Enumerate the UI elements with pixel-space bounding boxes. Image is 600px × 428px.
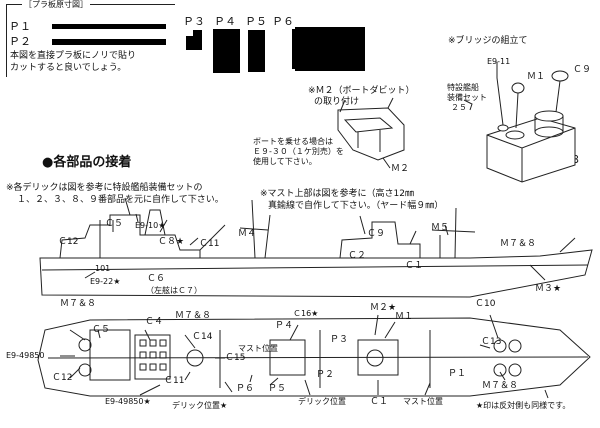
- plan-c1: Ｃ１: [370, 397, 389, 407]
- plan-m7-8-left: Ｍ７＆８: [60, 299, 97, 309]
- m2-title-2: の取り付け: [314, 97, 360, 107]
- side-c11: Ｃ11: [199, 239, 220, 249]
- side-m5: Ｍ５: [431, 223, 450, 233]
- m2-label: Ｍ２: [391, 164, 410, 174]
- bridge-special-2: 装備セット: [447, 93, 487, 102]
- template-note-2: カットすると良いでしょう。: [10, 63, 127, 73]
- plan-c13: Ｃ13: [481, 337, 502, 347]
- plan-e9-49850-bottom: E9-49850★: [105, 397, 151, 406]
- plan-m1: Ｍ１: [395, 312, 414, 322]
- bridge-assembly-drawing: [463, 62, 576, 183]
- section-title: ●各部品の接着: [42, 155, 132, 170]
- template-box: [6, 4, 175, 77]
- side-c2: Ｃ２: [348, 251, 367, 261]
- p1-label: Ｐ１: [9, 20, 31, 33]
- plan-e9-49850-left: E9-49850: [6, 351, 45, 360]
- mast-note-2: 真鍮線で自作して下さい。（ヤード幅９㎜）: [268, 201, 444, 211]
- plan-p3: Ｐ３: [330, 335, 349, 345]
- derrick-note-1: ※各デリックは図を参考に特設艦船装備セットの: [6, 183, 203, 193]
- derrick-note-2: １、２、３、８、９番部品を元に自作して下さい。: [17, 195, 224, 205]
- bridge-e9-11: E9-11: [487, 57, 511, 66]
- plan-m7-8-mid: Ｍ７＆８: [175, 311, 212, 321]
- template-box-title: ［プラ板原寸図］: [22, 0, 90, 9]
- p5-label: Ｐ５: [245, 15, 267, 28]
- plan-m7-8-right: Ｍ７＆８: [482, 381, 519, 391]
- side-c6-note: （左舷はＣ７）: [146, 286, 202, 295]
- plan-p2: Ｐ２: [316, 370, 335, 380]
- plan-mast-pos-1: マスト位置: [238, 344, 278, 353]
- plan-c16: Ｃ16★: [293, 309, 319, 318]
- side-c1: Ｃ１: [405, 261, 424, 271]
- template-note-1: 本図を直接プラ板にノリで貼り: [10, 51, 137, 61]
- plan-c10: Ｃ10: [475, 299, 496, 309]
- side-e9-22: E9-22★: [90, 277, 121, 286]
- side-num-101: 101: [95, 264, 111, 273]
- p6-label: Ｐ６: [272, 15, 294, 28]
- plan-mast-pos-2: マスト位置: [403, 397, 443, 406]
- plan-c15: Ｃ15: [225, 353, 246, 363]
- plan-p6: Ｐ６: [236, 384, 255, 394]
- p6-piece-b: [292, 29, 298, 69]
- bridge-c9: Ｃ９: [573, 65, 592, 75]
- side-c6: Ｃ６: [147, 274, 166, 284]
- side-c5: Ｃ５: [105, 219, 124, 229]
- bridge-special-num: ２５: [451, 103, 467, 112]
- ship-side-profile: [39, 197, 593, 298]
- p3-piece: [186, 36, 193, 50]
- ship-plan-view: [37, 314, 591, 399]
- p4-label: Ｐ４: [214, 15, 236, 28]
- m2-note-3: 使用して下さい。: [253, 157, 317, 166]
- plan-derrick-pos-2: デリック位置: [298, 397, 346, 406]
- plan-derrick-pos-1: デリック位置★: [172, 401, 228, 410]
- side-m7-8: Ｍ７＆８: [500, 239, 537, 249]
- p5-piece: [248, 30, 265, 72]
- plan-star-note: ★印は反対側も同様です。: [476, 401, 571, 410]
- m2-note-1: ボートを乗せる場合は: [253, 137, 333, 146]
- plan-c4: Ｃ４: [145, 317, 164, 327]
- p3-piece-b: [193, 30, 202, 50]
- p2-strip: [52, 39, 166, 45]
- side-c12: Ｃ12: [58, 237, 79, 247]
- side-m4: Ｍ４: [238, 229, 257, 239]
- p3-label: Ｐ３: [183, 15, 205, 28]
- p2-label: Ｐ２: [9, 35, 31, 48]
- bridge-m1: Ｍ１: [527, 72, 546, 82]
- side-e9-10: E9-10★: [135, 221, 166, 230]
- plan-m2: Ｍ２★: [370, 303, 397, 313]
- m2-title-1: ※Ｍ２（ボートダビット）: [308, 86, 415, 96]
- plan-c11: Ｃ11: [164, 376, 185, 386]
- side-c9: Ｃ９: [367, 229, 386, 239]
- m2-note-2: Ｅ９-３０（１ケ別売）を: [253, 147, 344, 156]
- p4-piece: [213, 29, 240, 73]
- plan-c12: Ｃ12: [52, 373, 73, 383]
- bridge-special-1: 特設艦船: [447, 83, 479, 92]
- bridge-title: ※ブリッジの組立て: [448, 36, 528, 46]
- mast-note-1: ※マスト上部は図を参考に（高さ12㎜: [260, 189, 414, 199]
- plan-c14: Ｃ14: [192, 332, 213, 342]
- plan-p1: Ｐ１: [448, 369, 467, 379]
- p1-strip: [52, 24, 166, 29]
- side-m3: Ｍ３★: [535, 284, 562, 294]
- plan-p5: Ｐ５: [268, 384, 287, 394]
- m2-davit-drawing: [337, 97, 405, 169]
- side-c8: Ｃ８★: [158, 237, 185, 247]
- p6-piece: [295, 27, 365, 71]
- plan-c5: Ｃ５: [92, 325, 111, 335]
- plan-p4: Ｐ４: [275, 321, 294, 331]
